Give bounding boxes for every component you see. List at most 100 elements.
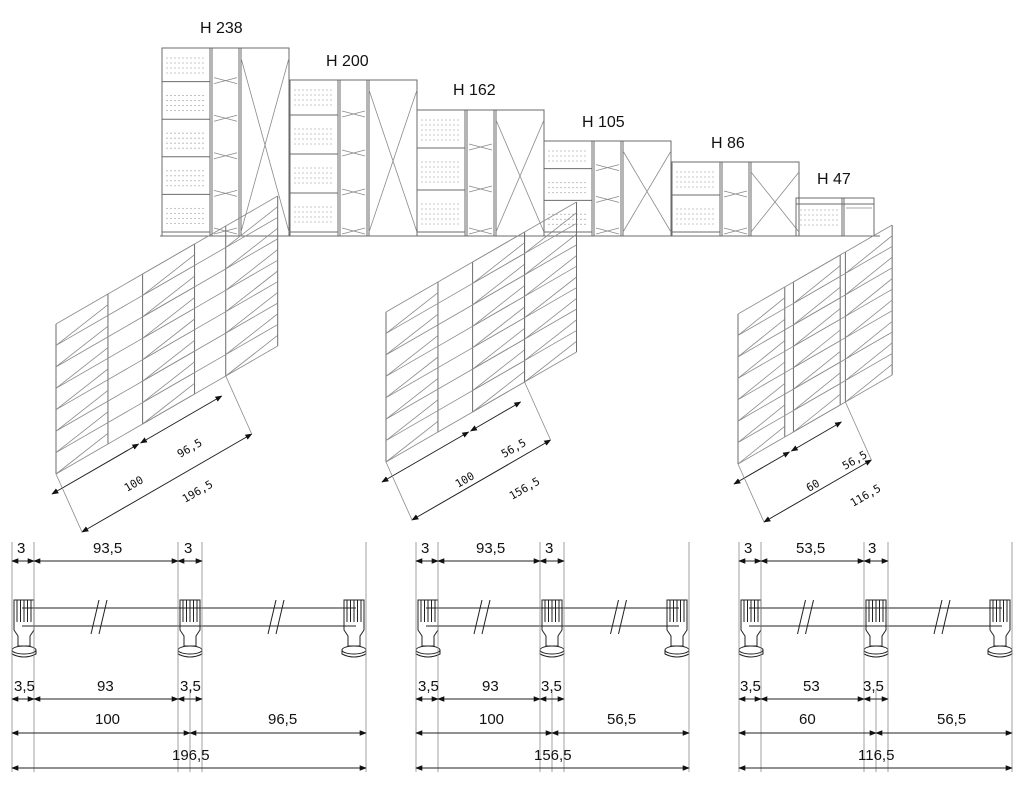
perforation [425, 223, 427, 225]
perforation [306, 104, 308, 106]
perforation [568, 155, 570, 157]
perforation [322, 89, 324, 91]
foot-pad [415, 645, 441, 655]
perforation [294, 182, 296, 184]
perforation [170, 170, 172, 172]
perforation [190, 147, 192, 149]
perforation [330, 128, 332, 130]
perforation [800, 209, 802, 211]
perforation [580, 213, 582, 215]
perforation [688, 186, 690, 188]
perforation [449, 171, 451, 173]
connector-body [865, 599, 887, 647]
dim-mid-mid: 93 [482, 678, 499, 695]
perforation [302, 99, 304, 101]
perforation [310, 133, 312, 135]
perforation [712, 213, 714, 215]
perforation [166, 222, 168, 224]
perforation [326, 89, 328, 91]
ladder-brace [793, 329, 841, 369]
perforation [182, 95, 184, 97]
perforation [190, 142, 192, 144]
perforation [445, 208, 447, 210]
ladder-brace [385, 420, 439, 463]
perforation [326, 216, 328, 218]
ladder-brace [793, 265, 841, 304]
perforation [548, 213, 550, 215]
perforation [314, 128, 316, 130]
perforation [824, 224, 826, 226]
foot-connector [177, 599, 203, 658]
perforation [170, 67, 172, 69]
perforation [306, 182, 308, 184]
perforation [190, 180, 192, 182]
foot-connector [11, 599, 37, 658]
foot-connector [664, 599, 690, 658]
perforation [580, 150, 582, 152]
perforation [190, 100, 192, 102]
break-mark [90, 599, 100, 635]
ladder-brace [385, 335, 439, 377]
perforation [820, 214, 822, 216]
perforation [330, 211, 332, 213]
perforation [166, 185, 168, 187]
dim-span-1: 60 [799, 711, 816, 728]
perforation [166, 147, 168, 149]
perforation [190, 170, 192, 172]
perforation [194, 212, 196, 214]
perforation [433, 161, 435, 163]
perforation [186, 137, 188, 139]
ladder-brace [472, 328, 525, 370]
perforation [437, 213, 439, 215]
perforation [310, 128, 312, 130]
perforation [298, 221, 300, 223]
foot-pad [11, 645, 37, 655]
perforation [306, 133, 308, 135]
perforation [326, 206, 328, 208]
perforation [166, 110, 168, 112]
perforation [704, 208, 706, 210]
dim-span-1: 100 [479, 711, 504, 728]
perforation [700, 223, 702, 225]
perforation [572, 213, 574, 215]
perforation [314, 89, 316, 91]
perforation [306, 206, 308, 208]
unit-outline [161, 47, 290, 237]
perforation [421, 218, 423, 220]
perforation [445, 161, 447, 163]
perforation [700, 208, 702, 210]
perforation [433, 208, 435, 210]
perforation [198, 217, 200, 219]
perforation [684, 181, 686, 183]
ladder-brace [142, 318, 195, 361]
iso-dim-b: 56,5 [499, 436, 528, 461]
cross-brace [368, 89, 418, 233]
shelf-plane [472, 351, 577, 413]
perforation [190, 212, 192, 214]
unit-outline [289, 79, 418, 237]
perforation [580, 182, 582, 184]
perforation [804, 224, 806, 226]
ladder-brace [55, 304, 109, 346]
perforation [425, 218, 427, 220]
perforation [326, 221, 328, 223]
perforation [457, 223, 459, 225]
perforation [190, 67, 192, 69]
perforation [182, 147, 184, 149]
perforation [194, 147, 196, 149]
perforation [190, 62, 192, 64]
dim-mid-left: 3,5 [418, 678, 439, 695]
perforation [186, 170, 188, 172]
perforation [820, 219, 822, 221]
perforation [576, 150, 578, 152]
perforation [178, 100, 180, 102]
perforation [302, 143, 304, 145]
break-mark [98, 599, 108, 635]
perforation [298, 94, 300, 96]
perforation [190, 207, 192, 209]
perforation [696, 186, 698, 188]
perforation [684, 213, 686, 215]
ladder-brace [737, 318, 786, 358]
perforation [186, 57, 188, 59]
perforation [692, 208, 694, 210]
